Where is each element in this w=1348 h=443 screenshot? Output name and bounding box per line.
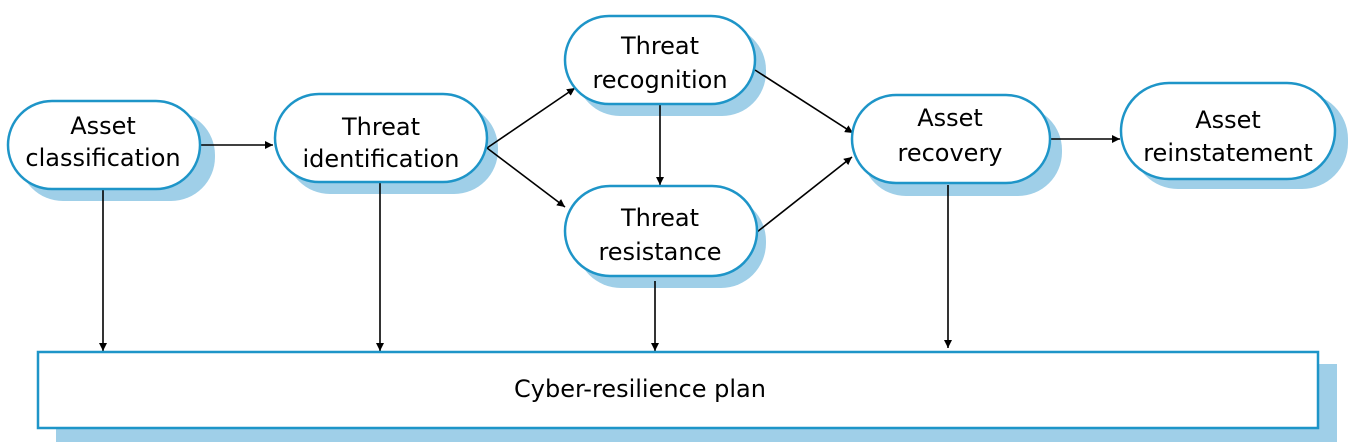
node-asset-recovery: Asset recovery (850, 93, 1052, 185)
edges (99, 69, 1120, 351)
node-threat-resistance-line1: Threat (620, 204, 699, 232)
node-asset-recovery-line1: Asset (917, 104, 983, 132)
node-threat-resistance-line2: resistance (598, 238, 721, 266)
node-asset-classification-line1: Asset (70, 112, 136, 140)
node-threat-resistance: Threat resistance (563, 184, 759, 278)
node-asset-recovery-line2: recovery (897, 139, 1002, 167)
node-asset-reinstatement-line1: Asset (1195, 106, 1261, 134)
edge-recognition-to-recovery (754, 69, 854, 134)
node-threat-recognition: Threat recognition (563, 14, 757, 106)
edge-identification-to-recognition (486, 87, 576, 149)
node-cyber-resilience-plan-label: Cyber-resilience plan (514, 375, 766, 403)
node-asset-classification: Asset classification (6, 99, 202, 191)
node-cyber-resilience-plan: Cyber-resilience plan (36, 350, 1320, 430)
node-threat-identification: Threat identification (273, 92, 489, 184)
node-threat-identification-line2: identification (303, 145, 460, 173)
node-threat-recognition-line1: Threat (620, 32, 699, 60)
node-asset-classification-line2: classification (25, 144, 180, 172)
node-threat-recognition-line2: recognition (592, 66, 727, 94)
node-asset-reinstatement: Asset reinstatement (1119, 81, 1337, 181)
edge-resistance-to-recovery (756, 156, 853, 233)
edge-identification-to-resistance (486, 147, 566, 208)
node-threat-identification-line1: Threat (341, 113, 420, 141)
node-asset-reinstatement-line2: reinstatement (1143, 139, 1313, 167)
